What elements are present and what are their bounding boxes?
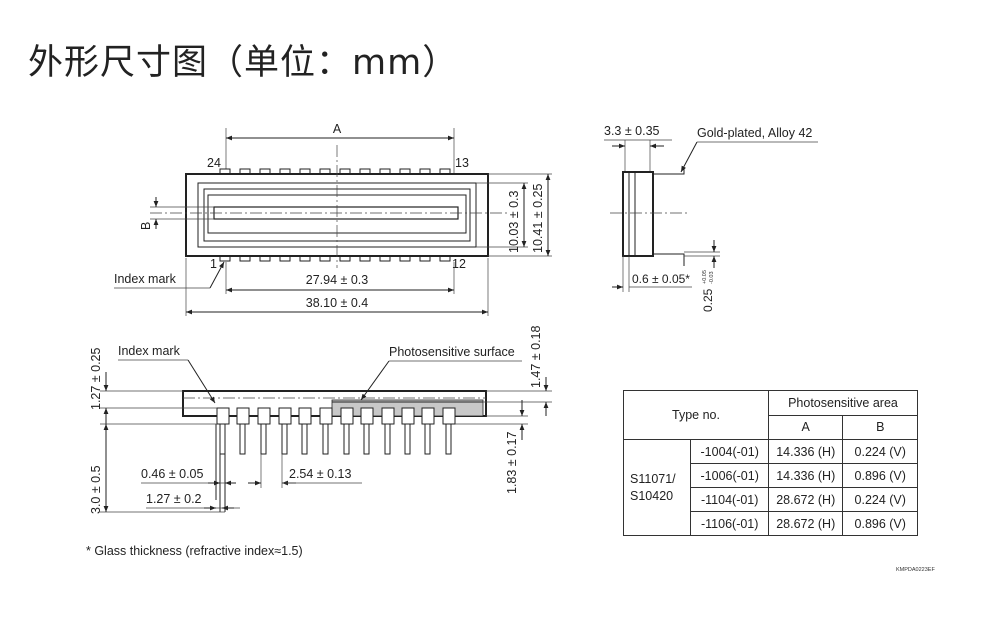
- table-subheader-row: A B: [624, 414, 918, 440]
- dim-0-25-tol-lower: -0.03: [709, 271, 715, 284]
- index-mark-label-side: Index mark: [118, 344, 181, 358]
- dim-2-54-label: 2.54 ± 0.13: [289, 467, 352, 481]
- variant-cell: -1004(-01): [690, 439, 769, 464]
- side-pins: [216, 407, 456, 455]
- model-line-2: S10420: [630, 488, 674, 503]
- table-row: -1006(-01) 14.336 (H) 0.896 (V): [624, 463, 918, 488]
- pin-12-label: 12: [452, 257, 466, 271]
- dim-38-10-label: 38.10 ± 0.4: [306, 296, 369, 310]
- gold-plated-label: Gold-plated, Alloy 42: [697, 126, 812, 140]
- dim-3-0-label: 3.0 ± 0.5: [89, 465, 103, 514]
- table-row: -1106(-01) 28.672 (H) 0.896 (V): [624, 511, 918, 536]
- photosensitive-area-header: Photosensitive area: [767, 390, 919, 416]
- table-header-row: Type no. Photosensitive area: [623, 390, 919, 440]
- pin-24-label: 24: [207, 156, 221, 170]
- pin-1-label: 1: [210, 257, 217, 271]
- dim-0-25-label: 0.25: [701, 288, 715, 312]
- area-a-cell: 28.672 (H): [767, 487, 844, 512]
- col-b-header: B: [842, 414, 918, 440]
- area-b-cell: 0.224 (V): [842, 487, 918, 512]
- dim-0-46-label: 0.46 ± 0.05: [141, 467, 204, 481]
- dim-1-27-02-label: 1.27 ± 0.2: [146, 492, 202, 506]
- table-row: S11071/ S10420 -1004(-01) 14.336 (H) 0.2…: [622, 439, 918, 536]
- dim-27-94-label: 27.94 ± 0.3: [306, 273, 369, 287]
- drawing-code: KMPDA0223EF: [896, 567, 935, 573]
- end-view: 3.3 ± 0.35 Gold-plated, Alloy 42 0.6 ± 0…: [604, 124, 818, 312]
- dim-0-25-tol-upper: +0.05: [702, 270, 708, 284]
- photosensitive-area-table: Type no. Photosensitive area A B S11071/…: [622, 390, 919, 536]
- variant-cell: -1106(-01): [690, 511, 769, 536]
- dim-0-6-label: 0.6 ± 0.05*: [632, 272, 690, 286]
- area-b-cell: 0.896 (V): [842, 511, 918, 536]
- index-mark-label-top: Index mark: [114, 272, 177, 286]
- variant-cell: -1104(-01): [690, 487, 769, 512]
- dim-1-83-label: 1.83 ± 0.17: [505, 431, 519, 494]
- top-pin-stubs: [219, 168, 451, 175]
- dim-3-3-label: 3.3 ± 0.35: [604, 124, 660, 138]
- page-title: 外形尺寸图（单位：mm）: [28, 43, 459, 83]
- end-view-lead-top: [653, 168, 685, 175]
- area-b-cell: 0.896 (V): [842, 463, 918, 488]
- type-no-header: Type no.: [623, 390, 769, 440]
- dim-b-label: B: [139, 222, 153, 230]
- dim-10-41-label: 10.41 ± 0.25: [531, 184, 545, 253]
- table-row: -1104(-01) 28.672 (H) 0.224 (V): [624, 487, 918, 512]
- footnote: * Glass thickness (refractive index≈1.5): [86, 544, 303, 558]
- variant-cell: -1006(-01): [690, 463, 769, 488]
- dim-10-03-label: 10.03 ± 0.3: [507, 190, 521, 253]
- dim-1-27-025-label: 1.27 ± 0.25: [89, 347, 103, 410]
- area-b-cell: 0.224 (V): [842, 439, 918, 464]
- dim-a-label: A: [333, 122, 342, 136]
- top-view: A 24 13 1 12: [114, 122, 552, 316]
- area-a-cell: 14.336 (H): [767, 439, 844, 464]
- model-cell: S11071/ S10420: [622, 439, 692, 536]
- area-a-cell: 28.672 (H): [767, 511, 844, 536]
- end-view-lead-bottom: [653, 253, 685, 266]
- dim-1-47-label: 1.47 ± 0.18: [529, 325, 543, 388]
- side-view: Index mark Photosensitive surface 1.27 ±…: [89, 325, 552, 514]
- area-a-cell: 14.336 (H): [767, 463, 844, 488]
- end-view-body: [622, 171, 654, 257]
- model-line-1: S11071/: [630, 471, 676, 486]
- col-a-header: A: [767, 414, 844, 440]
- pin-13-label: 13: [455, 156, 469, 170]
- photosensitive-surface-label: Photosensitive surface: [389, 345, 515, 359]
